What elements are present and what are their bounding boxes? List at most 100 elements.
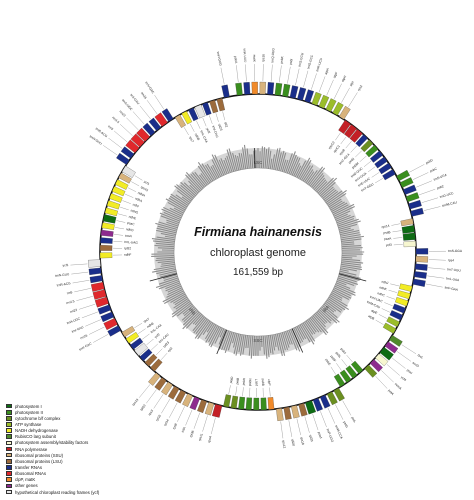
gene-leader [381,308,390,313]
gc-bar [181,307,196,321]
gc-bar [337,277,358,285]
gene-block [333,387,345,402]
gc-bar [332,290,350,300]
gc-bar [202,321,212,335]
gene-block [130,133,145,148]
gene-leader [120,206,129,211]
gene-label: ndhJ [381,280,389,286]
gene-block [384,341,399,354]
gene-leader [211,417,216,435]
legend-label: photosystem assembly/stability factors [15,440,89,446]
gene-label: rpl2 [167,346,174,353]
gc-bar [160,232,176,237]
gene-leader [196,120,201,129]
gc-bar [214,154,225,176]
gc-bar [281,332,289,351]
gc-bar [316,181,328,193]
gc-bar [337,218,359,227]
gene-leader [427,275,445,279]
gene-leader [70,263,88,266]
gc-bar [185,174,201,192]
gene-leader [249,387,251,397]
gc-bar [226,155,233,173]
region-label: SSC [253,338,263,343]
gene-leader [375,319,384,325]
gc-bar [309,167,326,187]
gc-bar [171,300,191,315]
gene-leader [326,79,334,96]
gc-bar [166,288,184,298]
legend-item: other genes [6,483,99,489]
gene-block [396,169,410,181]
gene-block [167,385,180,400]
gene-label: trnA-UGC [66,316,81,325]
legend-item: cytochrome b/f complex [6,415,99,421]
gene-leader [391,223,401,226]
gene-leader [280,421,284,439]
gene-block [408,199,422,210]
gene-label: trnN-GUU [55,272,70,278]
gene-block [116,152,130,165]
gene-leader [371,172,380,178]
gc-bar [251,154,254,169]
gc-bar [332,203,355,216]
gc-bar [269,158,273,169]
gc-bar [290,329,301,352]
gene-block [319,394,331,409]
gene-leader [88,326,105,335]
gene-leader [114,130,128,143]
gc-bar [260,146,263,169]
gc-bar [163,291,185,305]
gene-block [103,318,118,331]
gene-leader [114,234,124,236]
gene-leader [222,111,225,121]
gc-bar [308,318,320,333]
gene-block [161,108,174,122]
gene-block [338,119,351,134]
gc-bar [318,309,332,322]
gc-bar [324,302,337,312]
gene-block [90,282,105,292]
gene-leader [122,200,131,204]
gc-bar [311,172,324,188]
gene-block [339,369,352,383]
gc-bar [158,277,179,285]
gene-label: petG [342,420,349,428]
gene-label: psaA [384,236,392,241]
gc-bar [218,329,226,345]
gene-block [111,186,126,197]
gc-bar [291,157,301,176]
gc-bar [174,296,188,306]
gene-block [402,232,416,241]
legend-swatch [6,422,12,427]
gc-bar [197,165,211,184]
gc-bar [325,300,342,313]
gene-label: psbM [351,161,360,169]
gene-block [339,106,351,120]
gc-bar [335,214,351,222]
gc-bar [296,326,305,340]
gene-label: accD [411,361,420,369]
gene-leader [296,418,301,436]
gc-bar [329,200,343,209]
gene-label: rps2 [357,84,364,92]
gc-bar [341,256,353,259]
gene-label: psbB [261,379,265,386]
legend-swatch [6,459,12,464]
gc-bar [283,331,290,348]
legend-item: ribosomal RNAs [6,471,99,477]
gene-block [378,162,392,175]
gene-block [399,177,414,188]
gene-label: rpl20 [290,439,295,447]
gc-bar [165,198,186,211]
gene-block [243,82,251,95]
gc-bar [325,190,343,204]
gc-bar [332,204,349,214]
gene-block [351,360,364,374]
gc-bar [224,157,231,173]
gene-label: rpoB [338,148,345,156]
gene-label: atpB [367,314,375,321]
gc-bar [175,194,190,205]
